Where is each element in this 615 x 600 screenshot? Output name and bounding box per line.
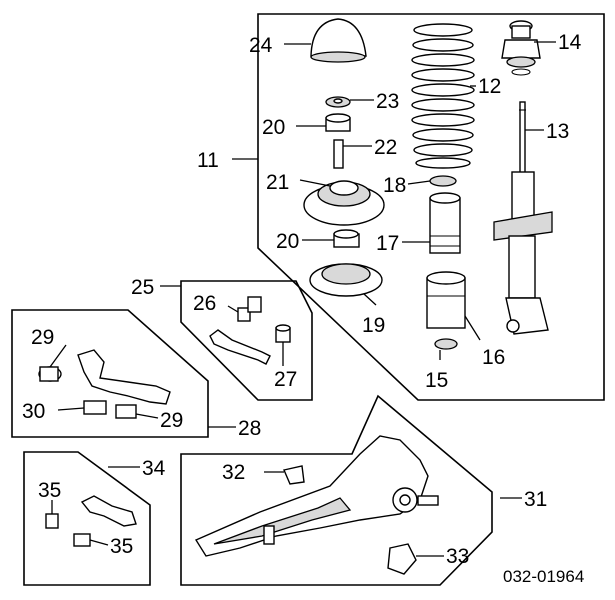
callout-32: 32 [222, 461, 245, 484]
callout-20-lower: 20 [276, 230, 299, 253]
lower-arm-part [77, 349, 171, 405]
trailing-arm-part [194, 435, 439, 557]
rear-link-group-boundary [23, 451, 151, 586]
spring-pad-part [429, 175, 457, 187]
upper-arm-part [209, 329, 271, 365]
callout-13: 13 [546, 120, 569, 143]
bump-stop-part [426, 271, 466, 329]
callout-28: 28 [238, 417, 261, 440]
callout-23: 23 [376, 90, 399, 113]
callout-25: 25 [131, 276, 154, 299]
upper-mount-part [501, 20, 541, 76]
callout-29-upper: 29 [31, 326, 54, 349]
callout-12: 12 [478, 75, 501, 98]
mount-base-part [303, 180, 385, 226]
rear-link-bushing-part [45, 513, 91, 547]
callout-35-lower: 35 [110, 535, 133, 558]
callout-34: 34 [142, 457, 166, 480]
callout-14: 14 [558, 31, 582, 54]
callout-29-lower: 29 [160, 409, 183, 432]
callout-18: 18 [383, 174, 406, 197]
lower-bushing-part [333, 229, 360, 248]
bump-stop-cap-part [310, 18, 367, 63]
lower-washer-part [434, 338, 458, 350]
callout-24: 24 [249, 34, 273, 57]
collar-part [333, 139, 344, 169]
nut-part [387, 543, 417, 575]
callout-19: 19 [362, 314, 385, 337]
callout-26: 26 [193, 292, 216, 315]
callout-33: 33 [446, 545, 469, 568]
callout-31: 31 [524, 488, 547, 511]
callout-30: 30 [22, 400, 45, 423]
lower-arm-bushing-part [38, 366, 62, 382]
lower-arm-group-boundary [11, 309, 209, 438]
callout-20-upper: 20 [262, 116, 285, 139]
callout-15: 15 [425, 369, 448, 392]
shock-absorber-part [493, 101, 553, 335]
spring-seat-part [309, 263, 383, 297]
callout-17: 17 [376, 232, 399, 255]
callout-35-upper: 35 [38, 479, 61, 502]
callout-27: 27 [274, 368, 297, 391]
upper-bushing-part [325, 113, 351, 132]
diagram-code: 032-01964 [503, 567, 584, 586]
dust-boot-part [429, 192, 461, 254]
upper-arm-small-bushing-part [275, 324, 291, 343]
bracket-part [283, 465, 305, 485]
callout-21: 21 [266, 171, 289, 194]
upper-arm-group-boundary [180, 280, 313, 401]
trailing-arm-group-boundary [180, 394, 493, 586]
callout-11: 11 [197, 149, 219, 172]
leader-lines [49, 41, 556, 557]
rear-link-part [80, 495, 137, 527]
callout-16: 16 [482, 346, 505, 369]
callout-22: 22 [374, 136, 397, 159]
strut-group-boundary [257, 13, 605, 401]
top-washer-part [325, 96, 351, 108]
lower-arm-end-bushing-part [83, 400, 137, 419]
upper-arm-bushing-part [237, 296, 262, 322]
coil-spring-part [411, 23, 475, 169]
